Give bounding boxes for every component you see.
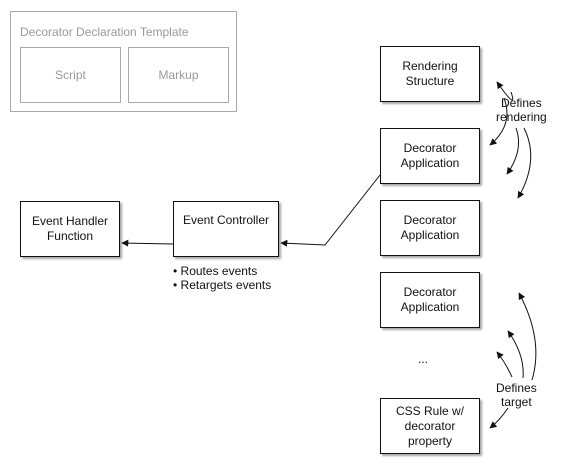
defines-target-arrow-4 <box>489 407 509 429</box>
defines-rendering-arrow-1 <box>489 97 508 146</box>
ellipsis: ... <box>418 352 429 366</box>
template-script-box: Script <box>20 47 121 103</box>
event-handler-function-box[interactable]: Event Handler Function <box>20 201 120 257</box>
decorator-application-label-2: Decorator Application <box>400 213 460 242</box>
defines-target-arrow-3 <box>496 351 513 378</box>
controller-to-handler-arrow <box>121 239 174 247</box>
decorator-application-label-3: Decorator Application <box>400 285 460 314</box>
decorator-application-label-1: Decorator Application <box>400 141 460 170</box>
defines-rendering-arrow-4 <box>517 127 532 199</box>
decorator-application-box-1[interactable]: Decorator Application <box>380 128 480 184</box>
css-rule-box[interactable]: CSS Rule w/ decorator property <box>380 398 480 454</box>
css-rule-label: CSS Rule w/ decorator property <box>395 403 465 448</box>
event-controller-box[interactable]: Event Controller <box>173 201 279 257</box>
decorator-declaration-template: Decorator Declaration Template Script Ma… <box>10 11 237 112</box>
event-controller-label: Event Controller <box>182 212 270 227</box>
defines-target-label: Defines target <box>496 381 537 409</box>
defines-target-arrow-1 <box>518 292 537 381</box>
bullet-retargets-events: • Retargets events <box>173 278 272 292</box>
defines-rendering-arrow-3 <box>506 127 519 175</box>
decorator-application-box-2[interactable]: Decorator Application <box>380 200 480 256</box>
rendering-structure-box[interactable]: Rendering Structure <box>380 46 480 102</box>
template-title: Decorator Declaration Template <box>20 25 189 39</box>
template-markup-box: Markup <box>128 47 229 103</box>
controller-bullet-list: • Routes events • Retargets events <box>173 264 271 292</box>
bullet-routes-events: • Routes events <box>173 264 258 278</box>
decorator-to-controller-line <box>280 174 381 247</box>
decorator-application-box-3[interactable]: Decorator Application <box>380 272 480 328</box>
defines-target-arrow-2 <box>507 330 524 379</box>
defines-rendering-label: Defines rendering <box>496 96 547 124</box>
event-handler-function-label: Event Handler Function <box>31 214 109 243</box>
defines-rendering-arrow-2 <box>496 81 514 101</box>
rendering-structure-label: Rendering Structure <box>402 59 458 88</box>
